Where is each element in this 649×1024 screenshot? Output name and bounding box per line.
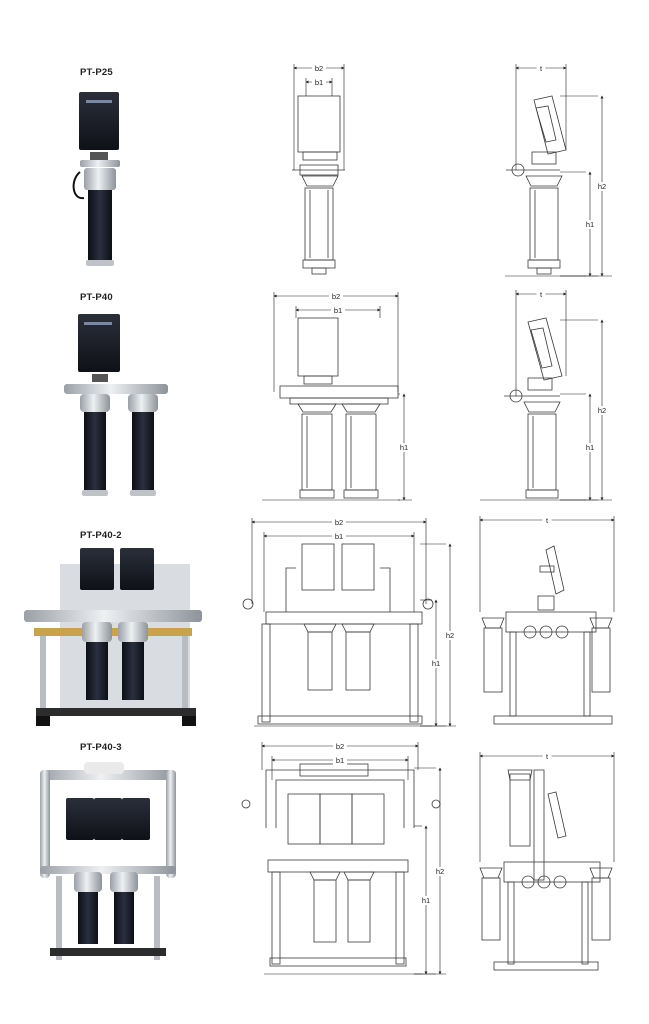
dim-label-h1: h1: [586, 443, 594, 452]
front-view-pt-p25: [292, 95, 345, 275]
front-view-pt-p40-2: [242, 543, 434, 725]
dimension-lines: b2 b1 t h1 h2 b2 b1 h1 t h1 h2 b2 b1 h1 h2 t b2 b1 h1 h2 t: [251, 64, 615, 975]
front-view-pt-p40-3: [241, 763, 441, 967]
side-view-pt-p40: [504, 317, 563, 499]
model-title-pt-p40-3: PT-P40-3: [80, 742, 122, 753]
dim-label-h1: h1: [432, 659, 440, 668]
dim-label-b2: b2: [315, 64, 323, 73]
photo-pt-p40-2: [24, 548, 202, 726]
dim-label-h2: h2: [446, 631, 454, 640]
dim-label-h2: h2: [598, 406, 606, 415]
dim-label-b1: b1: [315, 78, 323, 87]
dim-label-b1: b1: [335, 532, 343, 541]
dim-label-b2: b2: [332, 292, 340, 301]
model-title-pt-p40-2: PT-P40-2: [80, 530, 122, 541]
photo-pt-p40-3: [40, 762, 176, 960]
dim-label-h2: h2: [598, 182, 606, 191]
photo-pt-p40: [64, 314, 168, 496]
model-title-pt-p40: PT-P40: [80, 292, 113, 303]
dim-label-t: t: [540, 64, 543, 73]
dim-label-b1: b1: [334, 306, 342, 315]
dim-label-h1: h1: [586, 220, 594, 229]
dim-label-h1: h1: [400, 443, 408, 452]
photo-pt-p25: [72, 92, 120, 266]
dim-label-b2: b2: [336, 742, 344, 751]
side-view-pt-p40-2: [481, 545, 613, 725]
side-view-pt-p25: [506, 95, 567, 275]
dim-label-b1: b1: [336, 756, 344, 765]
dim-label-h1: h1: [422, 896, 430, 905]
dim-label-h2: h2: [436, 867, 444, 876]
dim-label-t: t: [546, 516, 549, 525]
side-view-pt-p40-3: [479, 769, 613, 971]
dim-label-b2: b2: [335, 518, 343, 527]
model-title-pt-p25: PT-P25: [80, 67, 113, 78]
dim-label-t: t: [546, 752, 549, 761]
front-view-pt-p40: [279, 317, 399, 499]
dim-label-t: t: [540, 290, 543, 299]
